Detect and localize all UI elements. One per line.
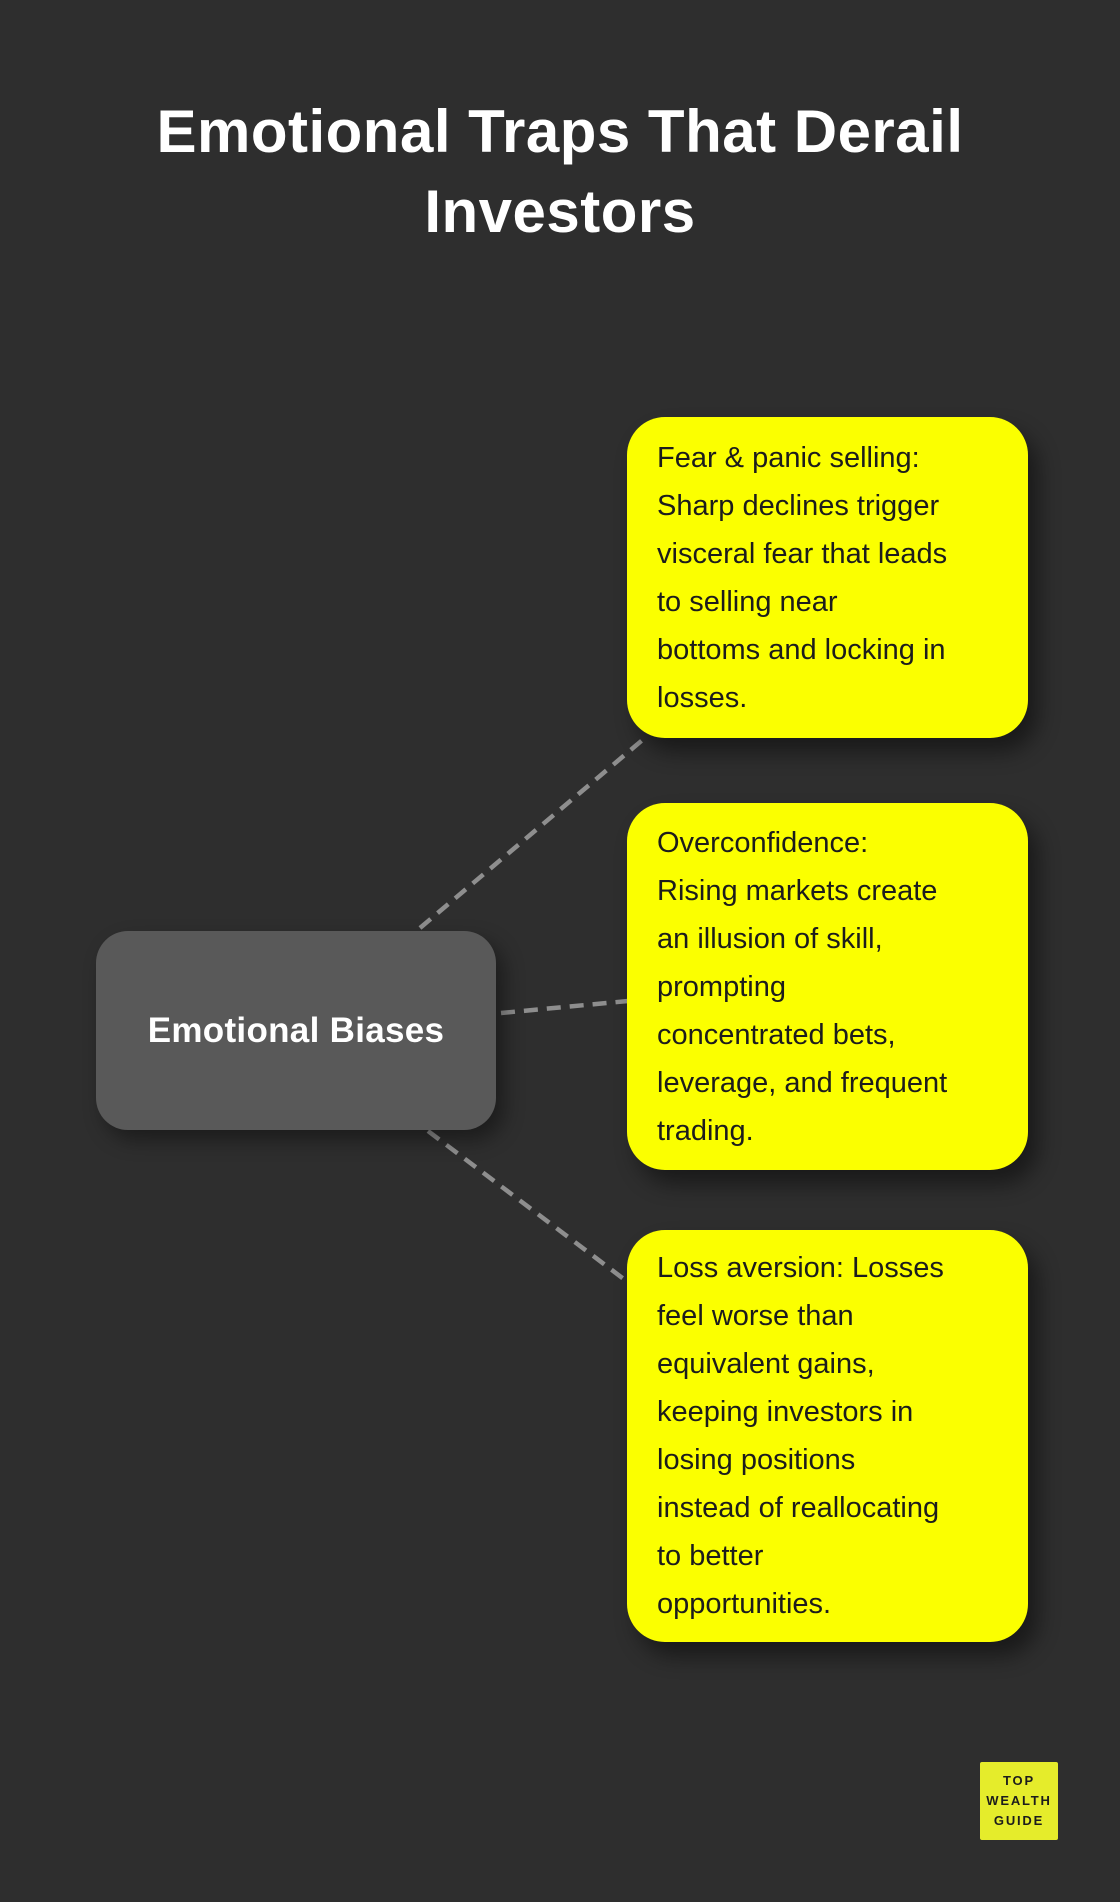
brand-logo-badge: TOP WEALTH GUIDE bbox=[980, 1762, 1058, 1840]
connector-line-fear bbox=[418, 735, 648, 930]
bias-card-text: Loss aversion: Losses feel worse than eq… bbox=[657, 1252, 944, 1620]
bias-card-text: Overconfidence: Rising markets create an… bbox=[657, 826, 948, 1147]
brand-logo-text: TOP WEALTH GUIDE bbox=[986, 1773, 1052, 1828]
bias-card-text: Fear & panic selling: Sharp declines tri… bbox=[657, 441, 948, 714]
page-title: Emotional Traps That Derail Investors bbox=[156, 98, 964, 245]
connector-line-loss-aversion bbox=[426, 1129, 631, 1285]
bias-card-fear-panic-selling: Fear & panic selling: Sharp declines tri… bbox=[627, 417, 1028, 738]
connector-line-overconfidence bbox=[500, 998, 629, 1016]
bias-card-overconfidence: Overconfidence: Rising markets create an… bbox=[627, 803, 1028, 1170]
central-node-label: Emotional Biases bbox=[147, 1010, 445, 1050]
bias-card-loss-aversion: Loss aversion: Losses feel worse than eq… bbox=[627, 1230, 1028, 1642]
central-node-emotional-biases: Emotional Biases bbox=[96, 931, 496, 1130]
